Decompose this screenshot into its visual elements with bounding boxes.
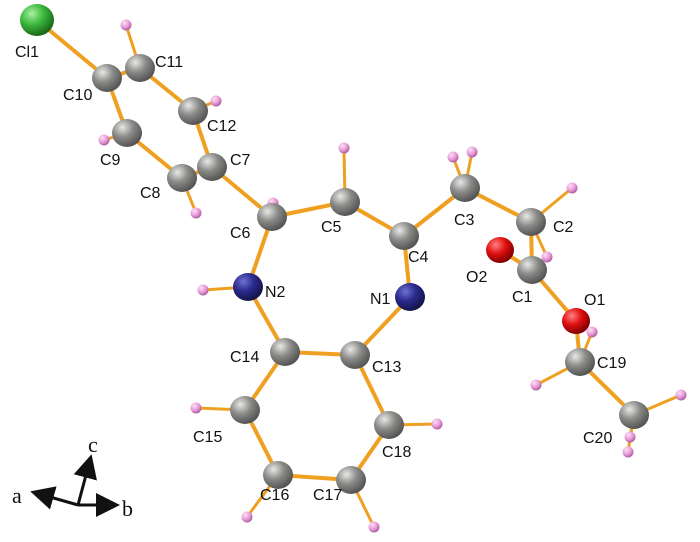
hydrogen-atom [210,95,222,107]
atom-c20 [619,401,649,429]
atom-label-c7: C7 [230,152,251,169]
atom-c9 [112,119,142,147]
axis-c-label: c [88,432,98,457]
axis-b-label: b [122,496,133,521]
hydrogen-atom [190,207,202,219]
atom-label-c4: C4 [408,249,429,266]
atom-c2 [516,208,546,236]
hydrogen-atom [586,326,598,338]
atom-label-c17: C17 [313,487,342,504]
atom-label-c3: C3 [454,212,475,229]
hydrogen-atom [98,134,110,146]
atom-c4 [389,222,419,250]
hydrogen-atom [338,142,350,154]
axis-c-arrow [73,454,97,506]
atom-label-c12: C12 [207,118,236,135]
hydrogen-atom [622,446,634,458]
atom-c8 [167,164,197,192]
hydrogen-atom [190,402,202,414]
atom-c1 [517,256,547,284]
atom-c15 [230,396,260,424]
atom-label-cl1: Cl1 [15,44,39,61]
atom-label-n2: N2 [265,284,286,301]
atom-label-c8: C8 [140,185,161,202]
atom-label-c14: C14 [230,349,259,366]
atom-label-c11: C11 [155,54,183,71]
atom-label-c19: C19 [597,355,626,372]
hydrogen-atom [431,418,443,430]
atom-c14 [270,338,300,366]
hydrogen-atom [120,19,132,31]
hydrogen-atom [624,431,636,443]
hydrogen-atom [368,521,380,533]
atom-c3 [450,174,480,202]
atom-c11 [125,54,155,82]
atom-label-c18: C18 [382,444,411,461]
atom-c17 [336,466,366,494]
atom-c13 [340,341,370,369]
hydrogen-atom [675,389,687,401]
atom-label-c10: C10 [63,87,92,104]
atom-label-c6: C6 [230,225,251,242]
hydrogen-atom [197,284,209,296]
atom-c6 [257,203,287,231]
atom-c16 [263,461,293,489]
atom-cl1 [20,4,54,36]
atom-label-c13: C13 [372,359,401,376]
atom-c18 [374,411,404,439]
atom-n1 [395,283,425,311]
axis-a-label: a [12,483,22,508]
atom-n2 [233,273,263,301]
hydrogen-atom [541,251,553,263]
atom-label-n1: N1 [370,291,391,308]
atom-o2 [486,237,514,263]
atom-c19 [565,348,595,376]
hydrogen-atom [447,151,459,163]
atom-label-c15: C15 [193,429,222,446]
atom-label-o2: O2 [466,269,487,286]
hydrogen-atom [566,182,578,194]
atom-label-c2: C2 [553,219,574,236]
atom-c12 [178,97,208,125]
atom-label-c16: C16 [260,487,289,504]
hydrogen-atom [530,379,542,391]
atom-label-c20: C20 [583,430,612,447]
atom-label-c1: C1 [512,289,533,306]
hydrogen-atom [241,511,253,523]
hydrogen-atom [466,146,478,158]
atom-c10 [92,64,122,92]
atom-c5 [330,188,360,216]
atom-label-c5: C5 [321,219,342,236]
atom-label-c9: C9 [100,152,121,169]
atom-label-o1: O1 [584,292,605,309]
atom-c7 [197,153,227,181]
bonds [35,18,682,528]
axis-a-arrow [30,486,79,510]
axis-indicator: a b c [12,432,133,521]
atoms [20,4,687,533]
atom-o1 [562,308,590,334]
